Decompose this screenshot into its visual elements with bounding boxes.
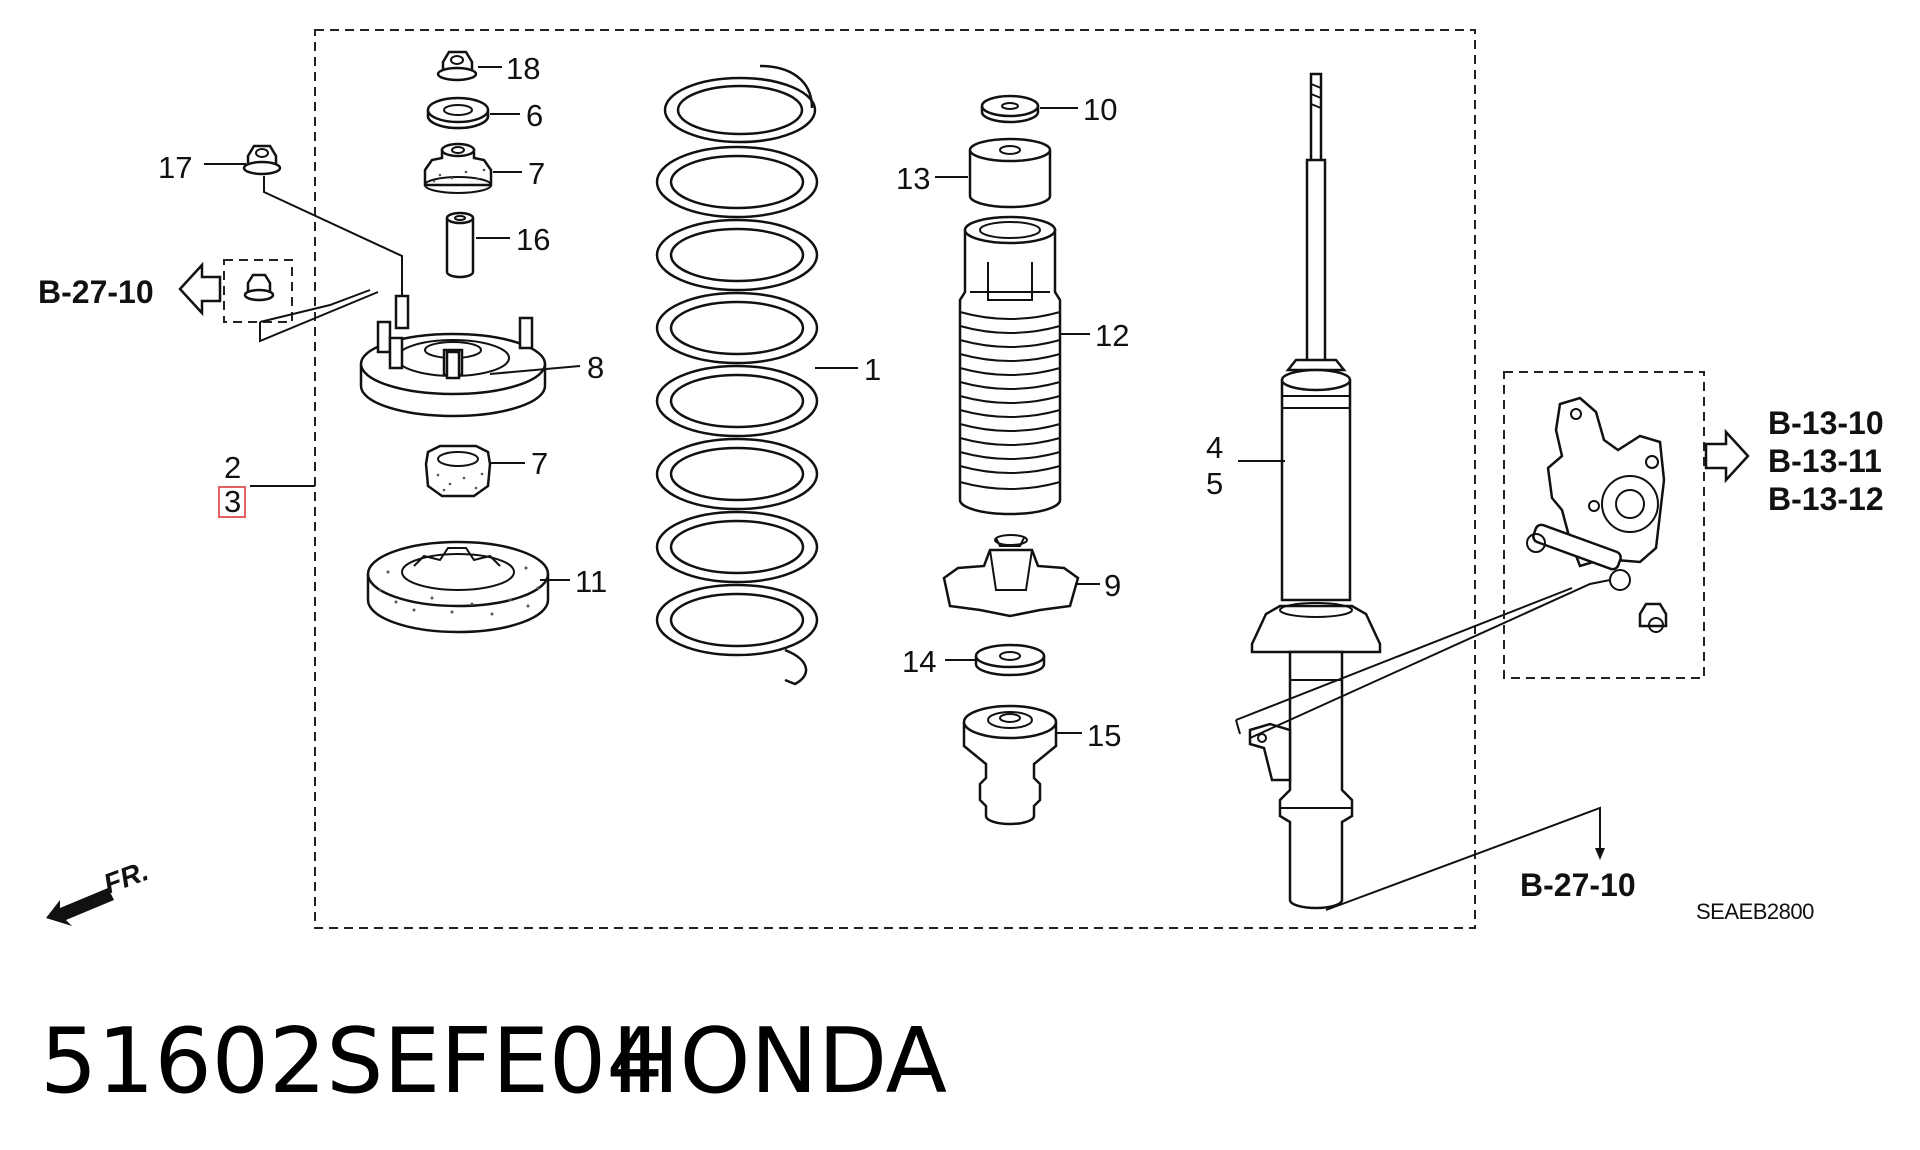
part-4-5-shock-absorber	[1248, 72, 1382, 910]
label-part-7b: 7	[531, 446, 548, 481]
label-part-18: 18	[506, 51, 540, 86]
ref-b2710-bottom: B-27-10	[1520, 867, 1636, 903]
ride-height-sensor	[1526, 396, 1666, 591]
mount-studs	[376, 294, 534, 380]
part-6-washer	[426, 96, 490, 130]
label-part-12: 12	[1095, 318, 1129, 353]
ref-arrow-right-icon	[1704, 428, 1750, 484]
label-part-1: 1	[864, 352, 881, 387]
label-part-6: 6	[526, 98, 543, 133]
label-part-5: 5	[1206, 466, 1223, 501]
label-part-17: 17	[158, 150, 192, 185]
ref-b1310: B-13-10	[1768, 405, 1884, 441]
part-18-nut	[436, 50, 478, 82]
part-17-nut	[242, 144, 282, 176]
ref-b2710-left: B-27-10	[38, 274, 154, 310]
sensor-nut	[1638, 602, 1668, 633]
part-10-washer	[980, 94, 1040, 124]
part-1-coil-spring	[655, 64, 819, 686]
ref-box-right	[1503, 371, 1705, 679]
label-part-11: 11	[575, 564, 607, 599]
part-12-dust-boot	[958, 215, 1062, 516]
label-part-8: 8	[587, 350, 604, 385]
part-3-highlight	[218, 486, 246, 518]
part-11-spring-seat	[366, 540, 550, 634]
caption-part-number: 51602SEFE04	[40, 1009, 663, 1114]
label-part-13: 13	[896, 161, 930, 196]
front-marker-label: FR.	[99, 855, 152, 900]
part-7-lower-bushing	[424, 444, 492, 498]
assembly-frame	[314, 29, 1476, 929]
part-15-bump-stop	[962, 704, 1058, 826]
part-9-spring-rubber	[942, 534, 1080, 618]
ref-b1312: B-13-12	[1768, 481, 1884, 517]
ref-arrow-left-icon	[178, 261, 222, 317]
label-part-2: 2	[224, 450, 241, 485]
part-7-upper-bushing	[423, 142, 493, 194]
part-8-upper-mount	[359, 294, 547, 418]
down-arrow-icon	[1595, 848, 1605, 860]
diagram-code: SEAEB2800	[1696, 899, 1814, 924]
label-part-14: 14	[902, 644, 936, 679]
part-16-collar	[445, 211, 475, 279]
caption-brand: HONDA	[612, 1009, 947, 1114]
nut-in-ref-box	[243, 273, 275, 302]
part-14-washer	[974, 643, 1046, 677]
ref-box-left	[223, 259, 293, 323]
label-part-10: 10	[1083, 92, 1117, 127]
part-13-stop-pad	[968, 137, 1052, 209]
label-part-9: 9	[1104, 568, 1121, 603]
label-part-16: 16	[516, 222, 550, 257]
front-arrow-icon	[46, 888, 114, 926]
label-part-15: 15	[1087, 718, 1121, 753]
label-part-4: 4	[1206, 430, 1223, 465]
ref-b1311: B-13-11	[1768, 443, 1882, 479]
label-part-3: 3	[224, 484, 241, 519]
label-part-7a: 7	[528, 156, 545, 191]
